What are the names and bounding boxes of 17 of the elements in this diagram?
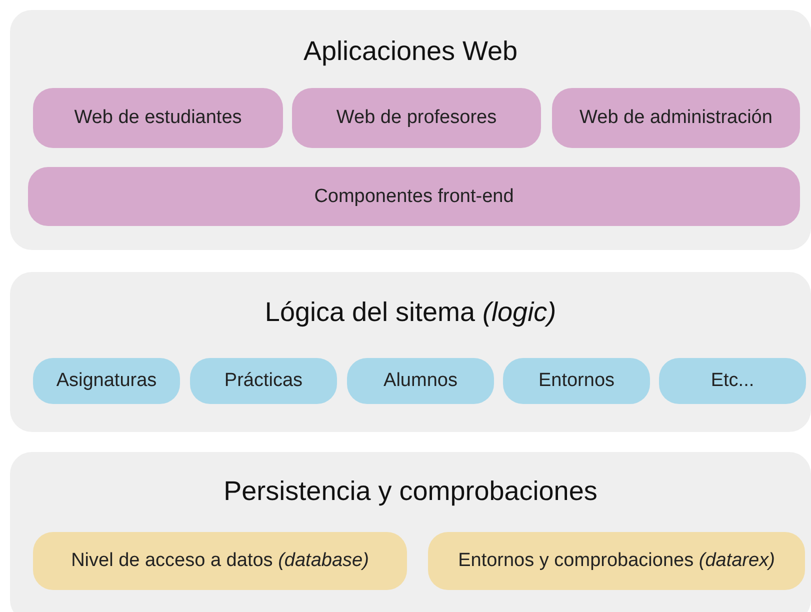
module-box: Web de administración: [552, 88, 800, 148]
module-box: Prácticas: [190, 358, 337, 404]
layer-panel: [10, 10, 811, 250]
layer-title: Persistencia y comprobaciones: [224, 476, 598, 507]
module-box: Web de profesores: [292, 88, 541, 148]
module-box: Entornos: [503, 358, 650, 404]
module-box: Componentes front-end: [28, 167, 800, 226]
layer-title: Aplicaciones Web: [303, 36, 518, 67]
module-box: Entornos y comprobaciones (datarex): [428, 532, 805, 590]
module-box: Alumnos: [347, 358, 494, 404]
layer-panel: [10, 452, 811, 612]
module-box: Asignaturas: [33, 358, 180, 404]
module-box: Web de estudiantes: [33, 88, 283, 148]
module-box: Nivel de acceso a datos (database): [33, 532, 407, 590]
layer-title: Lógica del sitema (logic): [264, 297, 556, 328]
layer-panel: [10, 272, 811, 432]
module-box: Etc...: [659, 358, 806, 404]
